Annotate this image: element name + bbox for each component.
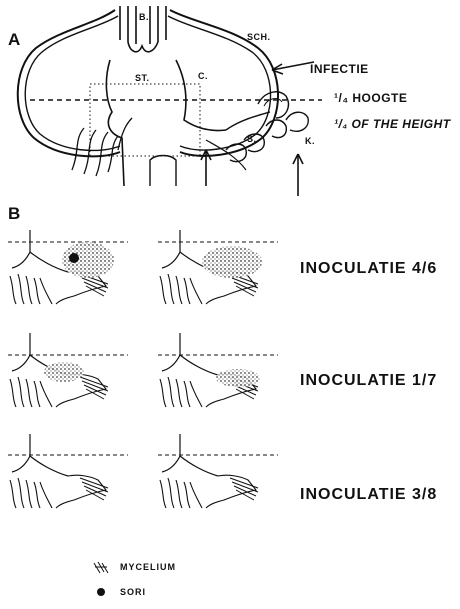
infection-label: INFECTIE bbox=[310, 63, 369, 75]
label-k: K. bbox=[305, 137, 315, 146]
label-sch: SCH. bbox=[247, 33, 271, 42]
panel-a-letter: A bbox=[8, 31, 20, 48]
inoculation-label-3: INOCULATIE 3/8 bbox=[300, 487, 437, 503]
label-c: C. bbox=[198, 72, 208, 81]
panel-b-row-3 bbox=[8, 434, 278, 508]
panel-a-diagram bbox=[18, 6, 322, 196]
hatch-icon bbox=[94, 562, 108, 573]
height-label-nl: ¹/₄ HOOGTE bbox=[334, 92, 407, 104]
legend-mycelium: MYCELIUM bbox=[120, 563, 176, 572]
label-st: ST. bbox=[135, 74, 150, 83]
label-s: S. bbox=[247, 135, 257, 144]
legend-sori: SORI bbox=[120, 588, 146, 597]
panel-b-letter: B bbox=[8, 205, 20, 222]
panel-b-row-1 bbox=[8, 230, 278, 304]
panel-b-row-2 bbox=[8, 333, 278, 407]
inoculation-label-1: INOCULATIE 4/6 bbox=[300, 261, 437, 277]
filled-dot-icon bbox=[97, 588, 105, 596]
label-b: B. bbox=[139, 13, 149, 22]
height-label-en: ¹/₄ OF THE HEIGHT bbox=[334, 118, 451, 130]
inoculation-label-2: INOCULATIE 1/7 bbox=[300, 373, 437, 389]
